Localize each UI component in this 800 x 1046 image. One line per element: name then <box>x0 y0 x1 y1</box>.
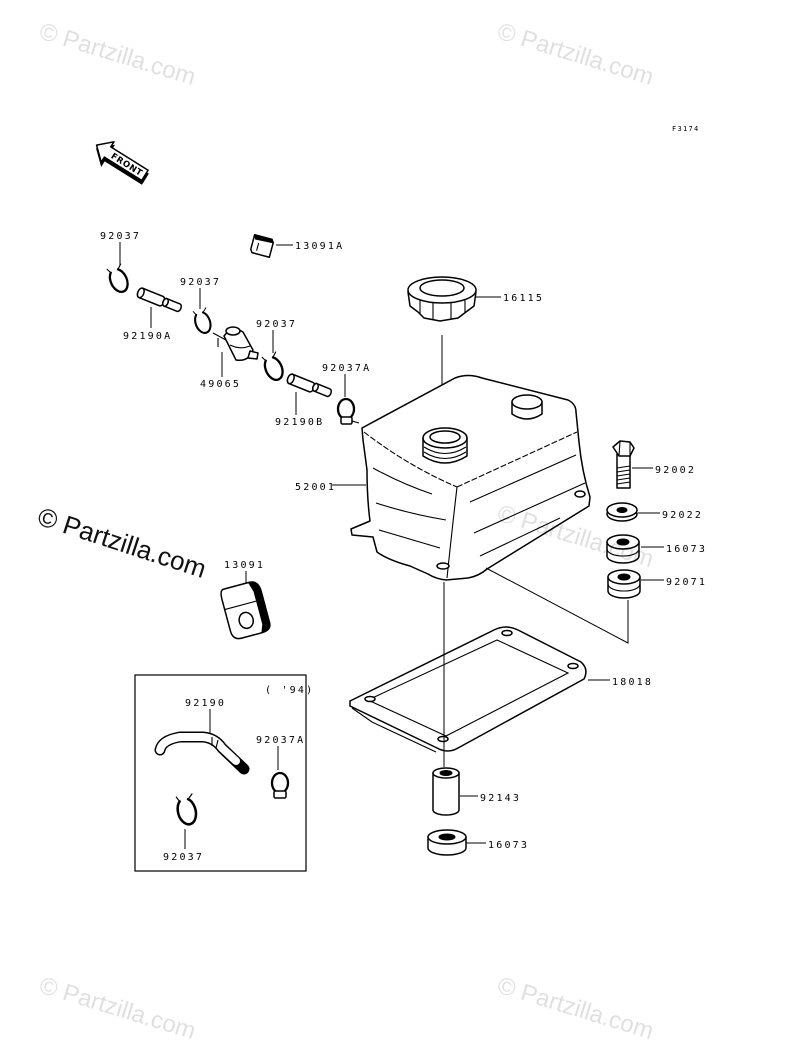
valve-icon <box>212 326 259 362</box>
watermark: © Partzilla.com <box>36 972 199 1045</box>
callout-bracket: 13091A <box>295 241 344 252</box>
callout-clip: 92037 <box>180 277 221 288</box>
callout-washer: 92022 <box>662 510 703 521</box>
callout-tubes: 92190B <box>275 417 324 428</box>
inset-box: ( '94) 92190 92037A 92037 <box>134 674 314 872</box>
inset-label: ( '94) <box>265 685 314 696</box>
hose-icon <box>154 731 250 775</box>
plate-icon <box>349 626 587 753</box>
cap-icon <box>407 276 477 322</box>
callout-bolt: 92002 <box>655 465 696 476</box>
bolt-icon <box>612 440 635 489</box>
hose-clamp-icon <box>270 771 290 799</box>
callout-clip: 92037 <box>256 319 297 330</box>
watermark-main: © Partzilla.com <box>34 501 210 584</box>
callout-hose: 92190 <box>185 698 226 709</box>
hose-clamp-icon <box>336 397 360 425</box>
front-arrow-icon: FRONT <box>95 141 149 185</box>
watermark: © Partzilla.com <box>36 18 199 91</box>
damper-icon <box>220 581 271 640</box>
alignment-line <box>485 567 629 644</box>
tube-pieces-a <box>136 287 182 313</box>
callout-grommet: 92071 <box>666 577 707 588</box>
callout-tubes: 92190A <box>123 331 172 342</box>
watermark: © Partzilla.com <box>494 18 657 91</box>
callout-damper: 13091 <box>224 560 265 571</box>
callout-plate: 18018 <box>612 677 653 688</box>
collar-icon <box>432 767 460 816</box>
figure-id: F3174 <box>672 125 700 133</box>
callout-cap: 16115 <box>503 293 544 304</box>
tube-pieces-b <box>286 373 332 398</box>
grommet-icon <box>606 534 640 564</box>
watermark: © Partzilla.com <box>494 972 657 1045</box>
callout-grommet: 16073 <box>666 544 707 555</box>
callout-collar: 92143 <box>480 793 521 804</box>
callout-clip: 92037 <box>100 231 141 242</box>
callout-clamp: 92037A <box>322 363 371 374</box>
callout-clamp: 92037A <box>256 735 305 746</box>
clip-icon <box>192 307 212 334</box>
clip-icon <box>175 793 198 826</box>
inset-frame <box>134 674 307 872</box>
grommet-icon <box>607 569 641 599</box>
callout-tank: 52001 <box>295 482 336 493</box>
callout-valve: 49065 <box>200 379 241 390</box>
callout-grommet: 16073 <box>488 840 529 851</box>
callout-clip: 92037 <box>163 852 204 863</box>
grommet-icon <box>427 829 467 856</box>
washer-icon <box>606 502 638 522</box>
front-arrow-shape <box>95 141 149 182</box>
clip-icon <box>106 263 129 293</box>
clip-icon <box>261 351 284 381</box>
tank-icon <box>350 374 591 581</box>
bracket-icon <box>250 233 274 259</box>
